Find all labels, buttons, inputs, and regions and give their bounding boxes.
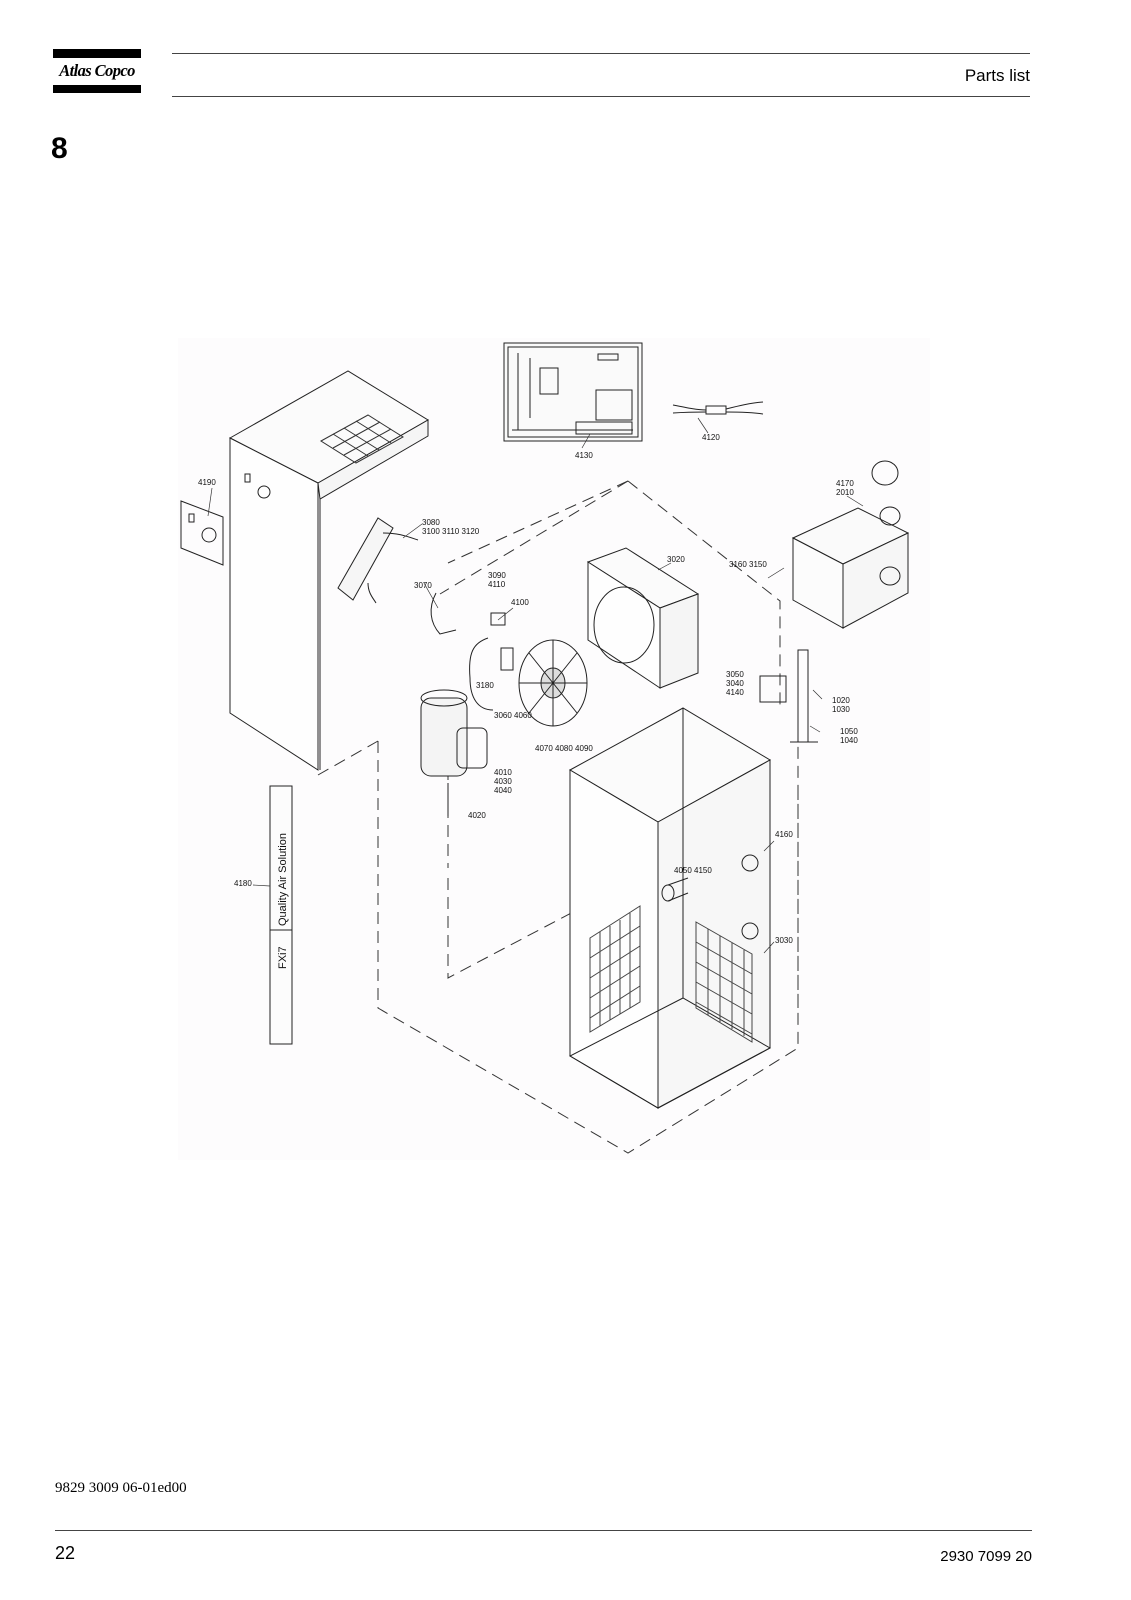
- header-rule-bottom: [172, 96, 1030, 97]
- valve-4140: [759, 675, 787, 703]
- label-3100-3110-3120: 3100 3110 3120: [422, 527, 480, 536]
- decal-strip-4180: [269, 785, 293, 1045]
- label-3020: 3020: [667, 555, 685, 564]
- label-4160: 4160: [775, 830, 793, 839]
- label-3060-4060: 3060 4060: [494, 711, 532, 720]
- label-1030: 1030: [832, 705, 850, 714]
- frame-hole-upper: [741, 854, 759, 872]
- label-3030: 3030: [775, 936, 793, 945]
- exploded-parts-drawing: 4190 3080 3100 3110 3120 3090 4110 3070 …: [178, 338, 930, 1160]
- logo-bar-top: [53, 49, 141, 58]
- label-3070: 3070: [414, 581, 432, 590]
- label-1040: 1040: [840, 736, 858, 745]
- page-number: 22: [55, 1543, 76, 1563]
- label-4040: 4040: [494, 786, 512, 795]
- label-4180: 4180: [234, 879, 252, 888]
- label-1020: 1020: [832, 696, 850, 705]
- drawing-canvas: 4190 3080 3100 3110 3120 3090 4110 3070 …: [180, 342, 910, 1154]
- label-4010: 4010: [494, 768, 512, 777]
- footer-rule: [55, 1530, 1032, 1531]
- logo-bar-bottom: [53, 85, 141, 93]
- label-3180: 3180: [476, 681, 494, 690]
- label-4020: 4020: [468, 811, 486, 820]
- label-3040: 3040: [726, 679, 744, 688]
- header-rule-top: [172, 53, 1030, 54]
- label-4170: 4170: [836, 479, 854, 488]
- label-4130: 4130: [575, 451, 593, 460]
- label-3080: 3080: [422, 518, 440, 527]
- label-3090: 3090: [488, 571, 506, 580]
- drain-4050: [661, 877, 689, 902]
- decal-model: FXi7: [277, 946, 289, 969]
- atlas-copco-logo: Atlas Copco: [53, 49, 141, 94]
- label-3050: 3050: [726, 670, 744, 679]
- label-4030: 4030: [494, 777, 512, 786]
- heat-exchanger-2010: [791, 460, 910, 629]
- fan-4060: [518, 639, 588, 727]
- vent-grid-top: [320, 414, 404, 464]
- compressor-4010: [420, 689, 488, 816]
- label-4070-4080-4090: 4070 4080 4090: [535, 744, 593, 753]
- section-number: 8: [51, 132, 68, 165]
- controller-board-4130: [503, 342, 643, 442]
- side-panel-left: [228, 370, 429, 771]
- frame-base-3030: [568, 707, 772, 1109]
- label-4100: 4100: [511, 598, 529, 607]
- support-bracket-1020: [790, 649, 818, 743]
- label-4050-4150: 4050 4150: [674, 866, 712, 875]
- document-code: 9829 3009 06-01ed00: [55, 1480, 187, 1496]
- mesh-grid-left: [589, 905, 641, 1033]
- page-title: Parts list: [964, 66, 1030, 85]
- leader-lines: [207, 417, 864, 954]
- cable-4120: [672, 401, 764, 415]
- refrigerant-pipes: [337, 517, 514, 711]
- condenser-3020: [586, 547, 700, 689]
- label-4190: 4190: [198, 478, 216, 487]
- mesh-grid-right: [695, 921, 753, 1043]
- cover-plate-4190: [180, 500, 224, 566]
- label-1050: 1050: [840, 727, 858, 736]
- label-4120: 4120: [702, 433, 720, 442]
- logo-wordmark: Atlas Copco: [59, 61, 135, 80]
- label-2010: 2010: [836, 488, 854, 497]
- decal-tagline: Quality Air Solution: [277, 833, 289, 926]
- document-part-number: 2930 7099 20: [940, 1548, 1032, 1565]
- label-4140: 4140: [726, 688, 744, 697]
- assembly-guide-lines: [317, 480, 799, 1154]
- frame-hole-lower: [741, 922, 759, 940]
- label-4110: 4110: [488, 580, 506, 589]
- label-3160-3150: 3160 3150: [729, 560, 767, 569]
